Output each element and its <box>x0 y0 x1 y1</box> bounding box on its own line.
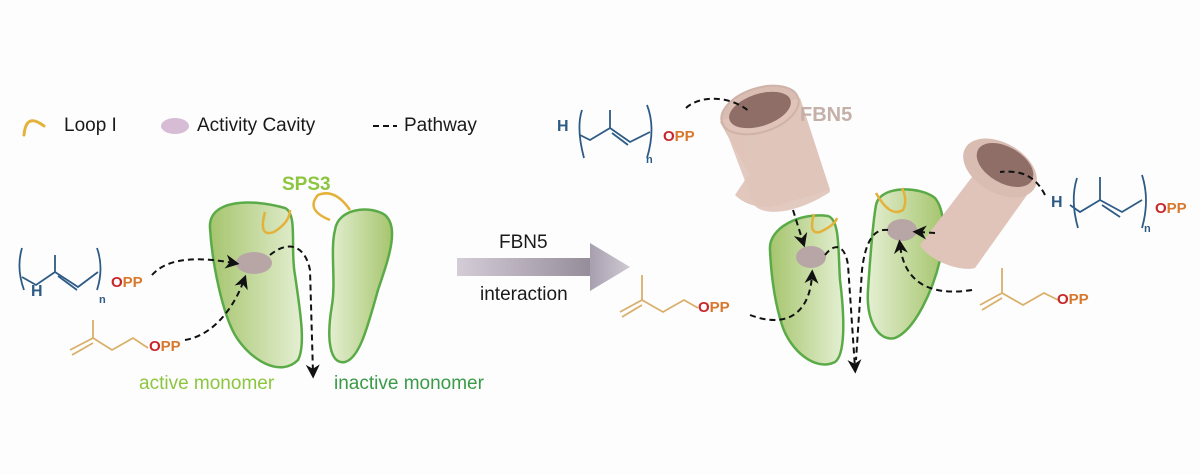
loop-icon <box>22 119 46 137</box>
loop-right-2 <box>874 187 907 214</box>
pathway-ipp-to-cavity <box>184 274 248 341</box>
ipp-left-opp: OPP <box>149 338 181 355</box>
o-atom: O <box>1057 291 1069 308</box>
chain-left-opp: OPP <box>111 274 143 291</box>
inactive-monomer-shape <box>328 208 394 364</box>
o-atom: O <box>111 274 123 291</box>
chain-right-side-n: n <box>1144 223 1151 235</box>
legend-loop-label: Loop I <box>64 115 117 136</box>
pp-group: PP <box>1068 291 1089 308</box>
o-atom: O <box>698 299 710 316</box>
ipp-right-right <box>979 268 1059 311</box>
active-monomer-shape <box>208 201 304 369</box>
inactive-monomer-label: inactive monomer <box>334 373 484 394</box>
cavity-right-2 <box>887 219 917 241</box>
chain-left-n: n <box>99 294 106 306</box>
o-atom: O <box>1155 200 1167 217</box>
chain-right-side-opp: OPP <box>1155 200 1187 217</box>
legend-cavity-label: Activity Cavity <box>197 115 316 136</box>
pathway-fbn5-to-cavity-1 <box>792 209 808 248</box>
pathway-ipp-to-cavity-2 <box>893 239 973 293</box>
pathway-chain-to-cavity <box>151 254 240 276</box>
right-active-monomer-1 <box>768 214 845 366</box>
pp-group: PP <box>709 299 730 316</box>
sps3-label: SPS3 <box>282 174 331 195</box>
cavity-icon <box>161 118 189 134</box>
loop-left-active <box>261 209 292 235</box>
o-atom: O <box>663 128 675 145</box>
loop-right-1 <box>810 213 839 234</box>
pathway-fbn5-to-cavity-2 <box>912 225 936 240</box>
right-active-monomer-2 <box>866 188 945 340</box>
ipp-right-right-opp: OPP <box>1057 291 1089 308</box>
arrow-bottom-label: interaction <box>480 284 568 305</box>
fbn5-cylinder-right <box>920 138 1037 269</box>
pp-group: PP <box>160 338 181 355</box>
o-atom: O <box>149 338 161 355</box>
cavity-left <box>236 252 272 274</box>
chain-left-h: H <box>31 283 43 300</box>
pathway-ipp-to-cavity-1 <box>749 269 819 321</box>
pathway-cavity-2-out <box>855 228 889 361</box>
cavity-right-1 <box>796 246 826 268</box>
pp-group: PP <box>674 128 695 145</box>
chain-right-side-h: H <box>1051 194 1063 211</box>
pathway-chain-into-fbn5 <box>685 97 751 113</box>
active-monomer-label: active monomer <box>139 373 275 394</box>
ipp-right-left <box>619 275 699 318</box>
ipp-left <box>69 320 149 356</box>
pathway-cavity-1-out <box>824 246 862 374</box>
chain-right-top-n: n <box>646 154 653 166</box>
polyprenyl-chain-right-side <box>1069 174 1147 229</box>
pathway-chain-into-fbn5-right <box>999 170 1046 196</box>
chain-right-top-h: H <box>557 118 569 135</box>
pp-group: PP <box>122 274 143 291</box>
polyprenyl-chain-left <box>18 247 102 291</box>
legend-pathway-label: Pathway <box>404 115 477 136</box>
fbn5-cylinder-left <box>720 84 830 212</box>
arrow-top-label: FBN5 <box>499 232 548 253</box>
pp-group: PP <box>1166 200 1187 217</box>
polyprenyl-chain-right-top <box>578 104 653 159</box>
ipp-right-left-opp: OPP <box>698 299 730 316</box>
loop-left-inactive <box>312 192 352 222</box>
pathway-cavity-out <box>269 245 320 379</box>
chain-right-top-opp: OPP <box>663 128 695 145</box>
interaction-arrow <box>457 243 630 291</box>
fbn5-label: FBN5 <box>800 104 853 126</box>
